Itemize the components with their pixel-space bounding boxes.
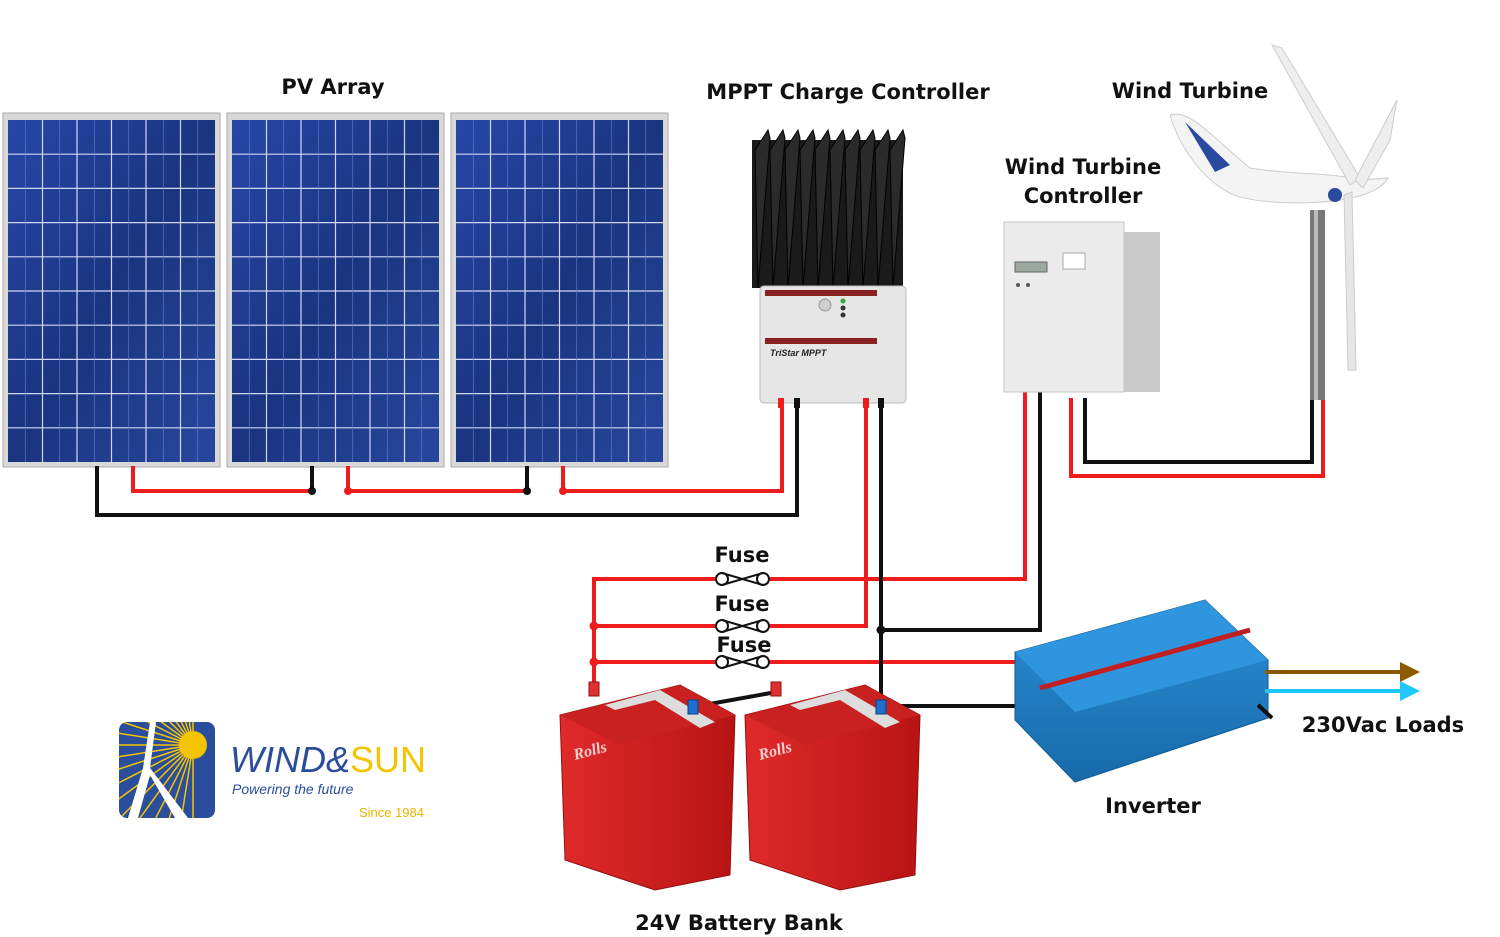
turbine-blade	[1354, 99, 1398, 189]
negative-terminal	[687, 699, 699, 715]
controller-heatsink	[752, 128, 906, 289]
pv-array	[2, 112, 669, 468]
wind-and-sun-logo: WIND&SUN Powering the future Since 1984	[119, 722, 426, 820]
wind-positive-wire	[770, 392, 1027, 581]
turbine-blade	[1343, 191, 1357, 371]
fuses	[715, 572, 770, 669]
label-wind-controller-line1: Wind Turbine	[1005, 155, 1161, 179]
turbine-blade	[1270, 44, 1361, 186]
turbine-negative-wire	[1083, 398, 1314, 464]
junction-dot	[876, 625, 886, 635]
logo-tagline: Powering the future	[232, 781, 354, 797]
mppt-charge-controller: TriStar MPPT	[752, 128, 907, 408]
pv-positive-wire	[561, 403, 784, 493]
label-battery-bank: 24V Battery Bank	[635, 911, 844, 935]
junction-dot	[589, 621, 599, 631]
wind-turbine-controller	[1003, 221, 1160, 393]
negative-terminal	[875, 699, 887, 715]
label-wind-controller-line2: Controller	[1024, 184, 1143, 208]
sun-rays	[119, 722, 194, 818]
battery: Rolls	[559, 681, 736, 891]
turbine-positive-wire	[1069, 398, 1325, 478]
pv-wiring	[95, 403, 799, 517]
arrow-right-icon	[1400, 681, 1420, 701]
led-icon	[840, 312, 846, 318]
ac-output	[1265, 662, 1420, 701]
inverter	[1014, 599, 1274, 783]
pv-negative-wire	[95, 403, 799, 517]
battery: Rolls	[744, 681, 921, 891]
controller-button	[818, 298, 832, 312]
lcd-display	[1014, 261, 1048, 273]
sun-icon	[179, 731, 207, 759]
wind-negative-wire	[881, 392, 1042, 632]
positive-terminal	[770, 681, 782, 697]
junction-dot	[559, 487, 567, 495]
controller-stripe	[765, 290, 877, 296]
label-inverter: Inverter	[1105, 794, 1201, 818]
controller-front	[1003, 221, 1125, 393]
wind-turbine-icon	[128, 722, 188, 818]
label-fuse-2: Fuse	[715, 592, 770, 616]
inverter-top	[1015, 600, 1268, 712]
logo-name-sun: SUN	[350, 739, 426, 780]
label-mppt-controller: MPPT Charge Controller	[706, 80, 990, 104]
label-pv-array: PV Array	[281, 75, 384, 99]
solar-panel	[450, 112, 669, 468]
turbine-hub	[1328, 188, 1342, 202]
inverter-stripe	[1039, 627, 1251, 691]
wind-turbine-wiring	[1069, 398, 1325, 478]
logo-name-wind: WIND&	[230, 739, 350, 780]
controller-label-plate	[1062, 252, 1086, 270]
turbine-tail-decal	[1185, 122, 1230, 172]
fuse-1-battery-wire	[592, 577, 715, 690]
inverter-foot	[1256, 703, 1274, 720]
dc-bus-wiring	[589, 392, 1042, 709]
turbine-body	[1169, 113, 1389, 204]
led-icon	[840, 298, 846, 304]
fuse-icon	[715, 572, 770, 586]
solar-panel	[2, 112, 221, 468]
mppt-positive-wire	[770, 403, 868, 628]
label-fuse-3: Fuse	[717, 633, 772, 657]
pv-series-wire-2	[346, 466, 527, 493]
junction-dot	[308, 487, 316, 495]
solar-panel	[226, 112, 445, 468]
controller-stripe	[765, 338, 877, 344]
arrow-right-icon	[1400, 662, 1420, 682]
controller-brand: TriStar MPPT	[770, 348, 828, 358]
logo-since: Since 1984	[359, 805, 424, 820]
junction-dot	[344, 487, 352, 495]
pv-series-wire-1	[131, 466, 312, 493]
label-fuse-1: Fuse	[715, 543, 770, 567]
led-icon	[840, 305, 846, 311]
label-loads: 230Vac Loads	[1302, 713, 1464, 737]
logo-name: WIND&SUN	[230, 739, 426, 780]
wind-turbine	[1169, 44, 1398, 400]
fuse-icon	[715, 619, 770, 633]
fuse-icon	[715, 655, 770, 669]
junction-dot	[589, 657, 599, 667]
positive-terminal	[588, 681, 600, 697]
junction-dot	[523, 487, 531, 495]
controller-body	[759, 285, 907, 404]
label-wind-turbine: Wind Turbine	[1112, 79, 1268, 103]
